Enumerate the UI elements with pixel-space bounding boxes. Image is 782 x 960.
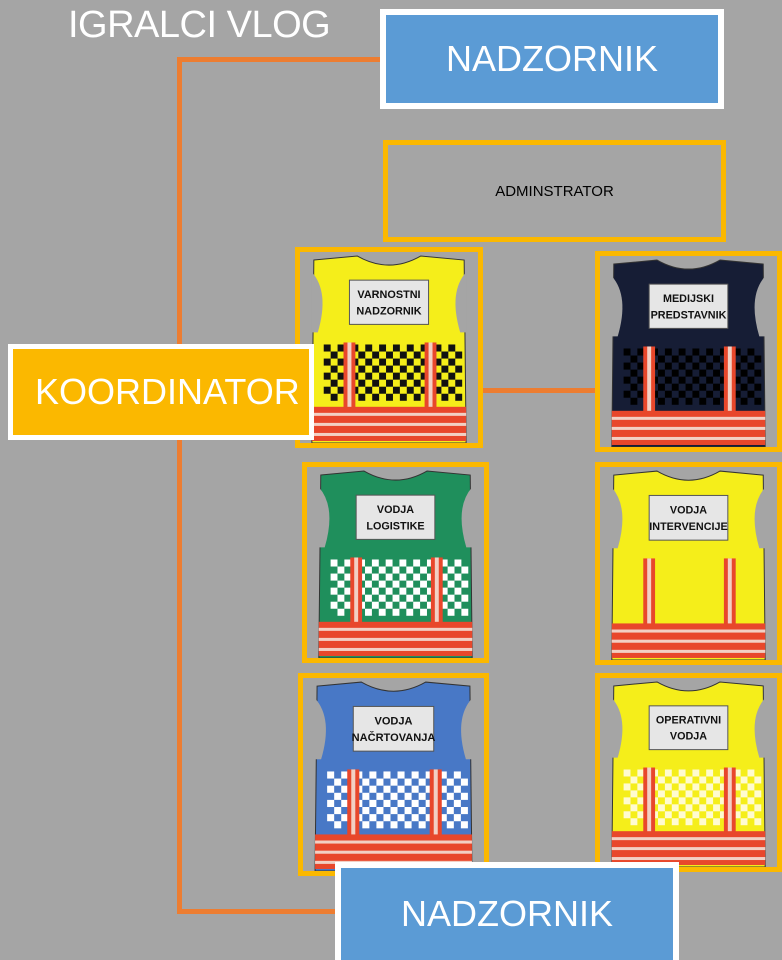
vest-nacrtovanja-svg: VODJA NAČRTOVANJA [314, 681, 473, 871]
connector-middle-horizontal [480, 388, 600, 393]
vest-label-patch [348, 279, 430, 325]
vest-vodja-logistike: VODJA LOGISTIKE [302, 462, 489, 663]
vest-varnostni-nadzornik: VARNOSTNI NADZORNIK [295, 247, 483, 448]
vest-strap-stripe [647, 346, 652, 413]
vest-armhole [611, 276, 623, 337]
vest-label-patch [352, 705, 435, 752]
vest-armhole [318, 487, 330, 548]
vest-intervencije-svg: VODJA INTERVENCIJE [611, 470, 766, 660]
vest-strap-stripe [433, 769, 438, 837]
vest-label-line1: OPERATIVNI [656, 715, 721, 727]
vest-operativni-vodja: OPERATIVNI VODJA [595, 673, 782, 872]
connector-left-vertical-bottom [177, 438, 182, 914]
nadzornik-top-box: NADZORNIK [380, 9, 724, 109]
nadzornik-top-label: NADZORNIK [445, 38, 658, 79]
administrator-label: ADMINSTRATOR [495, 182, 614, 200]
vest-strap-stripe [347, 342, 352, 409]
vest-label-line2: PREDSTAVNIK [651, 309, 727, 321]
vest-band-stripe [318, 647, 473, 651]
vest-label-patch [648, 283, 729, 329]
vest-label-line2: INTERVENCIJE [649, 521, 727, 533]
vest-band-stripe [311, 432, 467, 436]
koordinator-label: KOORDINATOR [35, 371, 300, 412]
vest-strap-stripe [647, 558, 652, 626]
connector-top-horizontal [177, 57, 383, 62]
vest-armhole [754, 487, 766, 549]
vest-armhole [311, 272, 323, 333]
vest-band-stripe [611, 426, 766, 430]
koordinator-box: KOORDINATOR [8, 344, 314, 440]
vest-vodja-nacrtovanja: VODJA NAČRTOVANJA [298, 673, 489, 876]
vest-strap-stripe [727, 346, 732, 413]
nadzornik-bottom-label: NADZORNIK [400, 893, 613, 934]
vest-label-line2: VODJA [670, 731, 707, 743]
vest-strap-stripe [434, 557, 439, 624]
vest-band-stripe [611, 857, 766, 861]
nadzornik-bottom-box: NADZORNIK [335, 862, 679, 960]
vest-vodja-intervencije: VODJA INTERVENCIJE [595, 462, 782, 665]
vest-strap-stripe [428, 342, 433, 409]
vest-medijski-predstavnik: MEDIJSKI PREDSTAVNIK [595, 251, 782, 452]
vest-operativni-svg: OPERATIVNI VODJA [611, 681, 766, 867]
connector-bottom-horizontal [177, 909, 341, 914]
vest-strap-stripe [727, 558, 732, 626]
vest-armhole [754, 276, 766, 337]
vest-band-stripe [311, 422, 467, 426]
vest-label-line2: LOGISTIKE [366, 520, 424, 532]
vest-band-stripe [611, 649, 766, 653]
vest-band-stripe [318, 627, 473, 631]
vest-medijski-svg: MEDIJSKI PREDSTAVNIK [611, 259, 766, 447]
vest-label-patch [355, 494, 436, 540]
vest-band-stripe [318, 637, 473, 641]
vest-armhole [461, 487, 473, 548]
vest-strap-stripe [727, 767, 732, 834]
vest-label-line1: MEDIJSKI [663, 293, 714, 305]
vest-checker [623, 769, 762, 826]
vest-armhole [315, 698, 326, 760]
vest-strap-stripe [647, 767, 652, 834]
vest-band-stripe [611, 416, 766, 420]
vest-band-stripe [611, 847, 766, 851]
vest-band-stripe [311, 412, 467, 416]
vest-armhole [611, 487, 623, 549]
vest-band-stripe [315, 840, 472, 844]
vest-strap-stripe [354, 557, 359, 624]
vest-logistike-svg: VODJA LOGISTIKE [318, 470, 473, 658]
vest-label-line1: VODJA [670, 505, 707, 517]
connector-left-vertical-top [177, 57, 182, 347]
vest-strap-stripe [351, 769, 356, 837]
vest-varnostni-svg: VARNOSTNI NADZORNIK [311, 255, 467, 443]
vest-armhole [455, 272, 467, 333]
vest-band-stripe [315, 850, 472, 854]
vest-label-patch [648, 494, 729, 541]
vest-armhole [611, 697, 623, 758]
vest-label-line1: VODJA [377, 504, 414, 516]
vest-band-stripe [611, 629, 766, 633]
vest-band-stripe [611, 639, 766, 643]
administrator-box: ADMINSTRATOR [383, 140, 726, 242]
vest-armhole [754, 697, 766, 758]
vest-label-line1: VARNOSTNI [357, 289, 420, 301]
vest-label-line2: NAČRTOVANJA [352, 731, 436, 744]
vest-label-line2: NADZORNIK [356, 305, 421, 317]
vest-band-stripe [611, 837, 766, 841]
vest-label-patch [648, 705, 729, 751]
vest-label-line1: VODJA [374, 716, 412, 728]
vest-armhole [461, 698, 472, 760]
vest-band-stripe [611, 436, 766, 440]
diagram-title: IGRALCI VLOG [68, 4, 331, 46]
